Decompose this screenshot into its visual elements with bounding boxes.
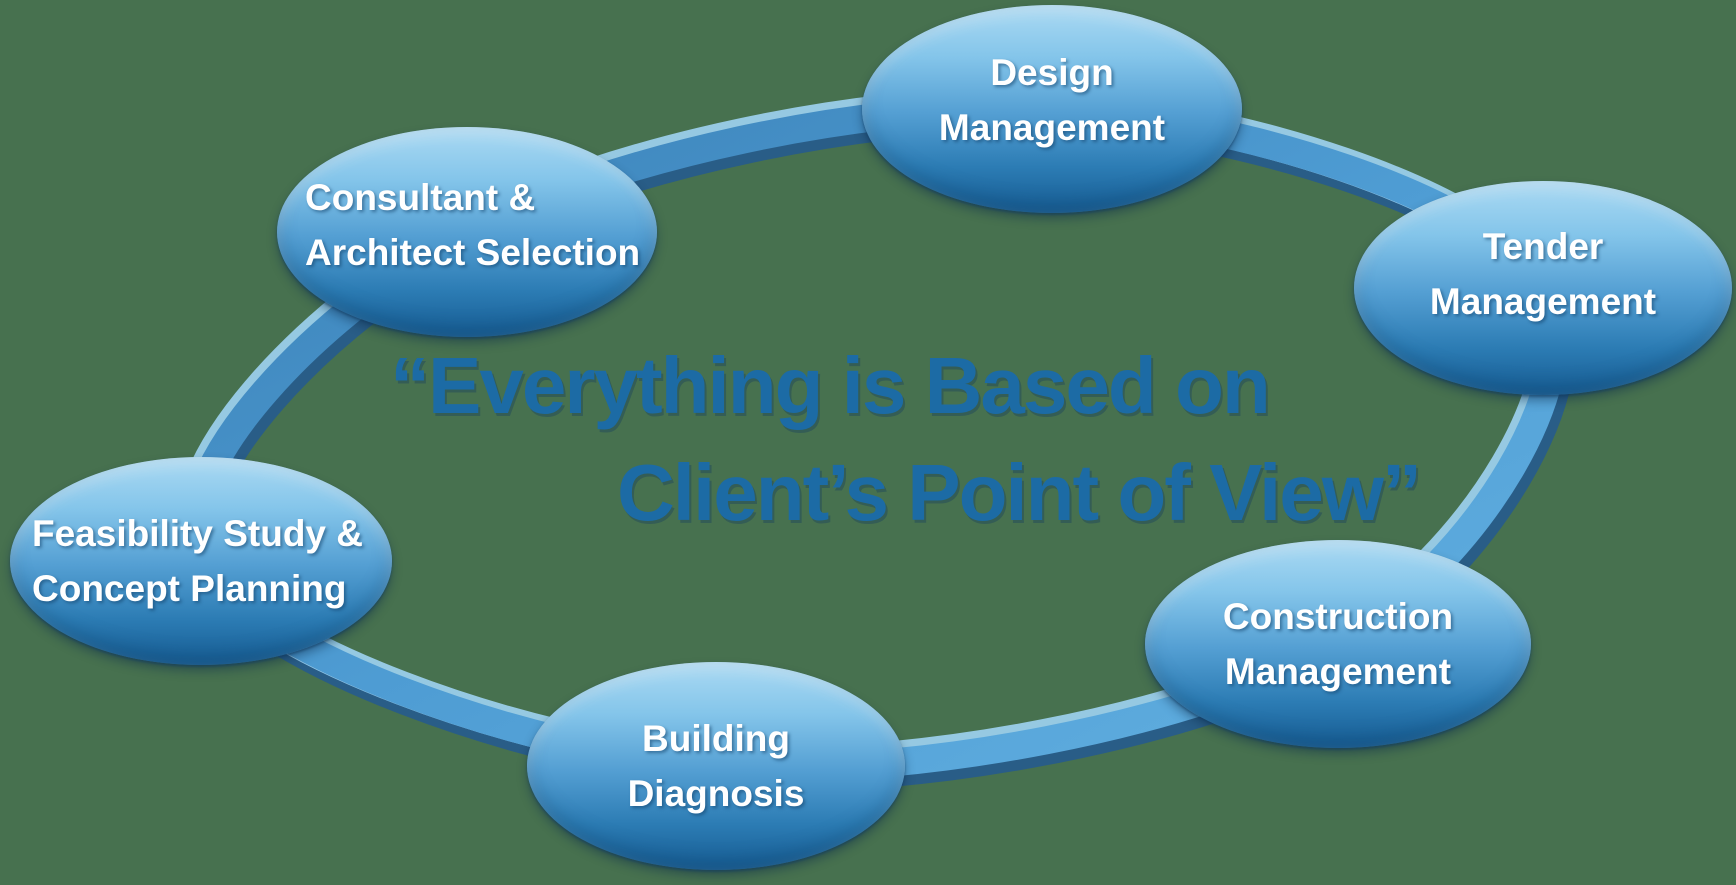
bubble-building-diagnosis-label: Building Diagnosis — [627, 718, 805, 814]
central-quote: “Everything is Based on Client’s Point o… — [390, 332, 1422, 546]
bubble-building-diagnosis: Building Diagnosis — [527, 662, 905, 870]
bubble-design-management: Design Management — [862, 5, 1242, 213]
bubble-construction-management-label: Construction Management — [1222, 596, 1454, 692]
bubble-consultant-architect-selection-label: Consultant & Architect Selection — [305, 177, 641, 273]
bubble-consultant-architect-selection: Consultant & Architect Selection — [277, 127, 657, 337]
bubble-feasibility-study-label: Feasibility Study & Concept Planning — [32, 513, 364, 609]
quote-line-2: Client’s Point of View” — [617, 448, 1422, 537]
bubble-tender-management: Tender Management — [1354, 181, 1732, 395]
quote-line-1: “Everything is Based on — [390, 341, 1271, 430]
bubble-design-management-label: Design Management — [938, 52, 1166, 148]
bubble-tender-management-label: Tender Management — [1429, 226, 1657, 322]
bubble-feasibility-study: Feasibility Study & Concept Planning — [10, 457, 392, 665]
bubble-construction-management: Construction Management — [1145, 540, 1531, 748]
